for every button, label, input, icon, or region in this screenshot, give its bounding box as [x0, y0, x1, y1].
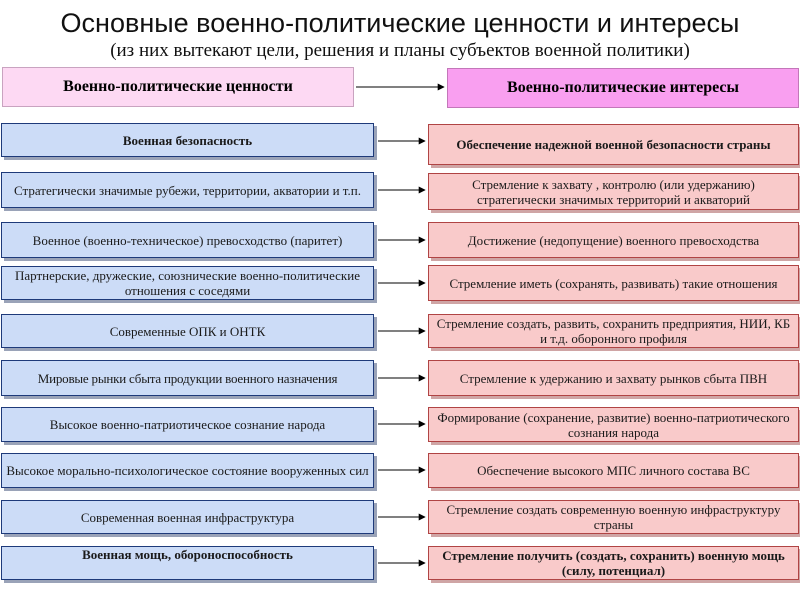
value-box: Стратегически значимые рубежи, территори…	[1, 172, 374, 208]
page-subtitle: (из них вытекают цели, решения и планы с…	[110, 40, 690, 61]
interest-box: Достижение (недопущение) военного превос…	[428, 222, 799, 258]
interest-box: Обеспечение надежной военной безопасност…	[428, 124, 799, 165]
interest-box: Стремление иметь (сохранять, развивать) …	[428, 265, 799, 301]
interests-column-header: Военно-политические интересы	[447, 68, 799, 108]
interest-box: Стремление к удержанию и захвату рынков …	[428, 360, 799, 396]
interest-box: Стремление создать, развить, сохранить п…	[428, 314, 799, 348]
interest-box: Стремление к захвату , контролю (или уде…	[428, 173, 799, 210]
interest-box: Формирование (сохранение, развитие) воен…	[428, 407, 799, 442]
interest-box: Стремление создать современную военную и…	[428, 500, 799, 534]
values-column-header: Военно-политические ценности	[2, 67, 354, 107]
value-box: Мировые рынки сбыта продукции военного н…	[1, 360, 374, 396]
page-title: Основные военно-политические ценности и …	[60, 8, 740, 38]
interest-box: Стремление получить (создать, сохранить)…	[428, 546, 799, 580]
interest-box: Обеспечение высокого МПС личного состава…	[428, 453, 799, 488]
value-box: Современные ОПК и ОНТК	[1, 314, 374, 348]
value-box: Современная военная инфраструктура	[1, 500, 374, 534]
value-box: Высокое военно-патриотическое сознание н…	[1, 407, 374, 442]
value-box: Военная безопасность	[1, 123, 374, 157]
value-box: Партнерские, дружеские, союзнические вое…	[1, 266, 374, 300]
value-box: Военная мощь, обороноспособность	[1, 546, 374, 580]
value-box: Военное (военно-техническое) превосходст…	[1, 222, 374, 258]
value-box: Высокое морально-психологическое состоян…	[1, 453, 374, 488]
